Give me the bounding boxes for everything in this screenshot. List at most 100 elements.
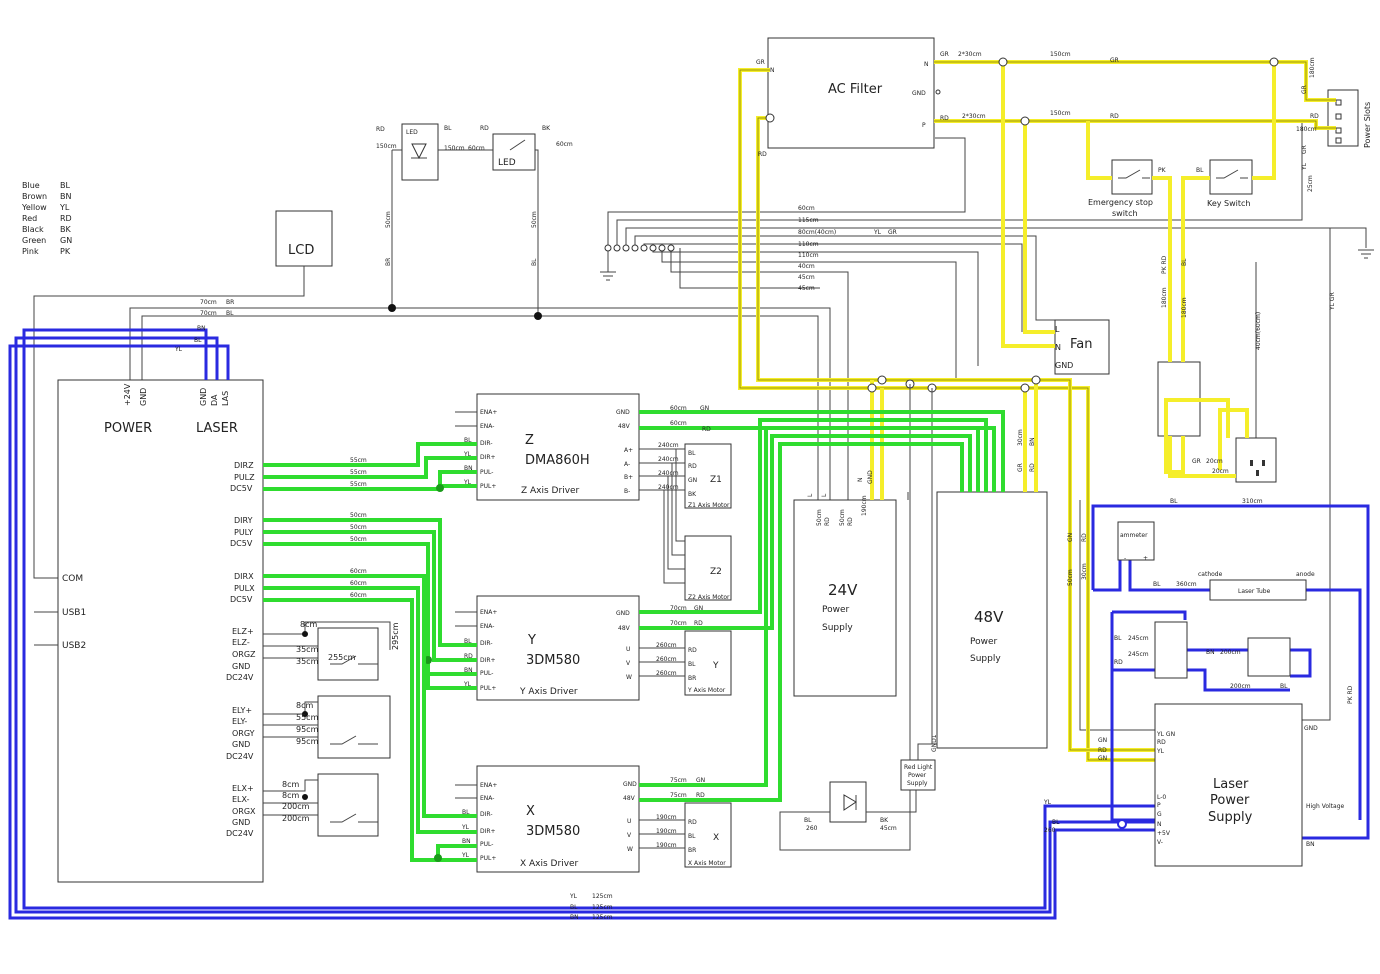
svg-text:L-0: L-0 [1157,794,1166,801]
svg-text:ORGY: ORGY [232,729,255,738]
svg-text:BL: BL [60,181,70,190]
svg-text:50cm: 50cm [531,211,538,228]
svg-text:70cm: 70cm [200,299,217,306]
svg-text:240cm: 240cm [658,484,679,491]
svg-text:BL: BL [688,833,696,840]
svg-text:200cm: 200cm [1220,649,1241,656]
svg-text:BL: BL [688,450,696,457]
svg-text:Y Axis Driver: Y Axis Driver [519,687,578,697]
svg-text:+5V: +5V [1157,830,1171,837]
svg-text:RD: RD [694,620,703,627]
power-slots-label: Power Slots [1363,102,1372,148]
svg-text:YL: YL [59,203,70,212]
svg-text:BL: BL [531,258,538,266]
svg-text:50cm: 50cm [816,509,823,526]
svg-text:48V: 48V [618,423,631,430]
svg-text:-: - [1124,555,1126,562]
svg-text:YL: YL [1301,162,1308,171]
svg-text:GND: GND [232,818,250,827]
svg-text:190cm: 190cm [656,814,677,821]
svg-text:BN: BN [464,667,473,674]
svg-text:LED: LED [406,129,418,136]
svg-text:DIRZ: DIRZ [234,461,254,470]
svg-text:Z: Z [525,433,534,448]
svg-text:ELZ-: ELZ- [232,638,250,647]
svg-text:DIR-: DIR- [480,640,492,647]
svg-text:PULZ: PULZ [234,473,255,482]
laser-parts: ammeter - + Laser Tube cathode anode Las… [1098,521,1345,867]
svg-text:ENA+: ENA+ [480,409,497,416]
svg-text:Pink: Pink [22,247,39,256]
svg-text:BN: BN [197,325,206,332]
svg-text:60cm: 60cm [556,141,573,148]
svg-text:YL: YL [174,346,183,353]
svg-text:75cm: 75cm [670,792,687,799]
svg-text:PUL+: PUL+ [480,685,496,692]
svg-text:RD: RD [688,463,697,470]
svg-text:60cm: 60cm [350,580,367,587]
svg-text:V: V [627,832,632,839]
svg-text:95cm: 95cm [296,725,319,734]
svg-text:PUL+: PUL+ [480,483,496,490]
svg-text:260: 260 [806,825,818,832]
psu-48v: 48V Power Supply GND1 [931,491,1048,752]
svg-text:3DM580: 3DM580 [526,653,580,668]
svg-text:260cm: 260cm [656,670,677,677]
red-light-diode [829,781,867,823]
svg-text:240cm: 240cm [658,470,679,477]
lcd-label: LCD [288,243,314,258]
limit-switch-x [317,773,379,837]
svg-text:150cm: 150cm [1050,51,1071,58]
y-motor-box [684,630,732,696]
svg-text:BK: BK [542,125,551,132]
svg-text:BR: BR [385,258,392,266]
svg-text:GR: GR [1192,458,1201,465]
svg-text:BL: BL [1280,683,1288,690]
svg-text:Emergency stop: Emergency stop [1088,198,1153,207]
controller-box [57,379,264,883]
limit-switches: 8cm 35cm 35cm 255cm 295cm 8cm 55cm 95cm … [263,620,400,837]
svg-text:110cm: 110cm [798,252,819,259]
svg-text:A+: A+ [624,447,633,454]
svg-text:Z1 Axis Motor: Z1 Axis Motor [688,502,730,509]
svg-text:P: P [1157,802,1161,809]
svg-text:PK: PK [60,247,71,256]
com-port: COM [62,574,83,584]
svg-text:260cm: 260cm [656,656,677,663]
svg-text:GND: GND [1304,725,1318,732]
x-motor-box [684,802,732,868]
svg-text:Power: Power [822,605,850,615]
svg-text:200cm: 200cm [282,802,310,811]
svg-text:150cm: 150cm [1050,110,1071,117]
svg-text:245cm: 245cm [1128,635,1149,642]
svg-text:45cm: 45cm [798,274,815,281]
svg-text:310cm: 310cm [1242,498,1263,505]
svg-text:40cm(60cm): 40cm(60cm) [1255,312,1262,350]
svg-text:A-: A- [624,461,630,468]
svg-text:Power: Power [970,637,998,647]
svg-text:B-: B- [624,488,630,495]
svg-text:BL: BL [1196,167,1204,174]
svg-text:BL: BL [1114,635,1122,642]
svg-text:BL: BL [1153,581,1161,588]
svg-text:BL: BL [1052,819,1060,826]
svg-text:2*30cm: 2*30cm [962,113,986,120]
svg-text:LAS: LAS [221,391,230,406]
svg-text:ENA+: ENA+ [480,609,497,616]
led1-box [401,123,439,181]
svg-text:ORGX: ORGX [232,807,256,816]
mains-wiring [738,57,1336,762]
svg-text:BL: BL [444,125,452,132]
svg-text:BN: BN [60,192,71,201]
svg-text:YL GR: YL GR [1329,292,1336,311]
svg-text:200cm: 200cm [1230,683,1251,690]
svg-text:PUL-: PUL- [480,841,493,848]
svg-text:24V: 24V [828,581,858,599]
svg-text:ENA+: ENA+ [480,782,497,789]
svg-text:Z Axis Driver: Z Axis Driver [521,486,580,496]
svg-text:YL: YL [569,893,578,900]
svg-text:BL: BL [194,337,202,344]
svg-text:60cm: 60cm [350,592,367,599]
svg-text:Yellow: Yellow [21,203,47,212]
